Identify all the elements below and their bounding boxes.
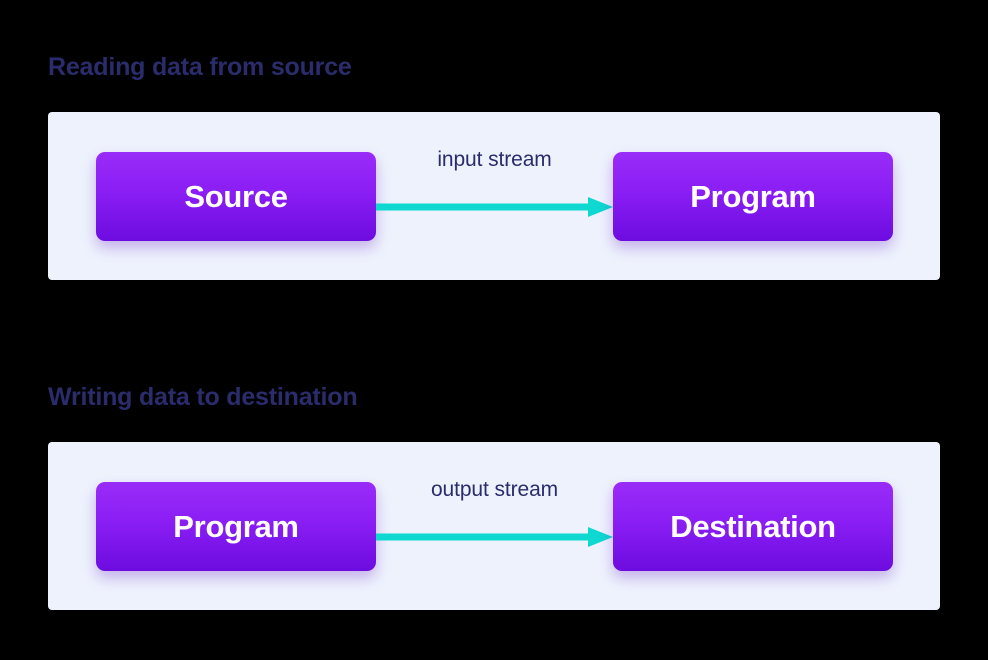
section-heading-reading: Reading data from source — [48, 53, 352, 81]
arrow-right-icon — [376, 526, 613, 547]
node-source[interactable]: Source — [96, 152, 376, 241]
flow-writing: Program output stream Destination — [48, 442, 940, 610]
diagram-panel-reading: Source input stream Program — [48, 112, 940, 280]
flow-reading: Source input stream Program — [48, 112, 940, 280]
node-program-reading[interactable]: Program — [613, 152, 893, 241]
node-destination[interactable]: Destination — [613, 482, 893, 571]
section-heading-writing: Writing data to destination — [48, 383, 358, 411]
diagram-panel-writing: Program output stream Destination — [48, 442, 940, 610]
arrow-label-output-stream: output stream — [430, 478, 559, 501]
arrow-label-input-stream: input stream — [437, 148, 552, 171]
node-program-writing[interactable]: Program — [96, 482, 376, 571]
arrow-right-icon — [376, 196, 613, 217]
